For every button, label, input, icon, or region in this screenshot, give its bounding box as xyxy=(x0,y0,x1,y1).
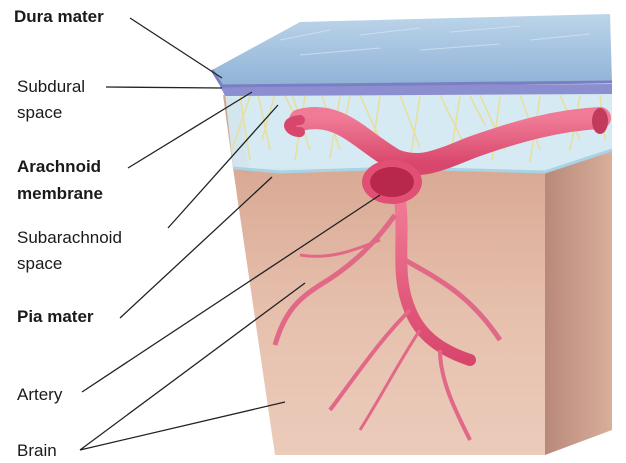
label-subarachnoid-line2: space xyxy=(17,253,62,275)
label-subarachnoid-line1: Subarachnoid xyxy=(17,227,122,249)
label-pia-mater: Pia mater xyxy=(17,306,94,328)
label-subdural-line1: Subdural xyxy=(17,76,85,98)
brain-front-face xyxy=(233,168,545,455)
label-arachnoid-line2: membrane xyxy=(17,183,103,205)
brain-side-face xyxy=(545,148,612,455)
label-dura-mater: Dura mater xyxy=(14,6,104,28)
dura-mater-slab xyxy=(212,14,612,86)
label-arachnoid-line1: Arachnoid xyxy=(17,156,101,178)
label-artery: Artery xyxy=(17,384,62,406)
label-brain: Brain xyxy=(17,440,57,462)
label-subdural-line2: space xyxy=(17,102,62,124)
